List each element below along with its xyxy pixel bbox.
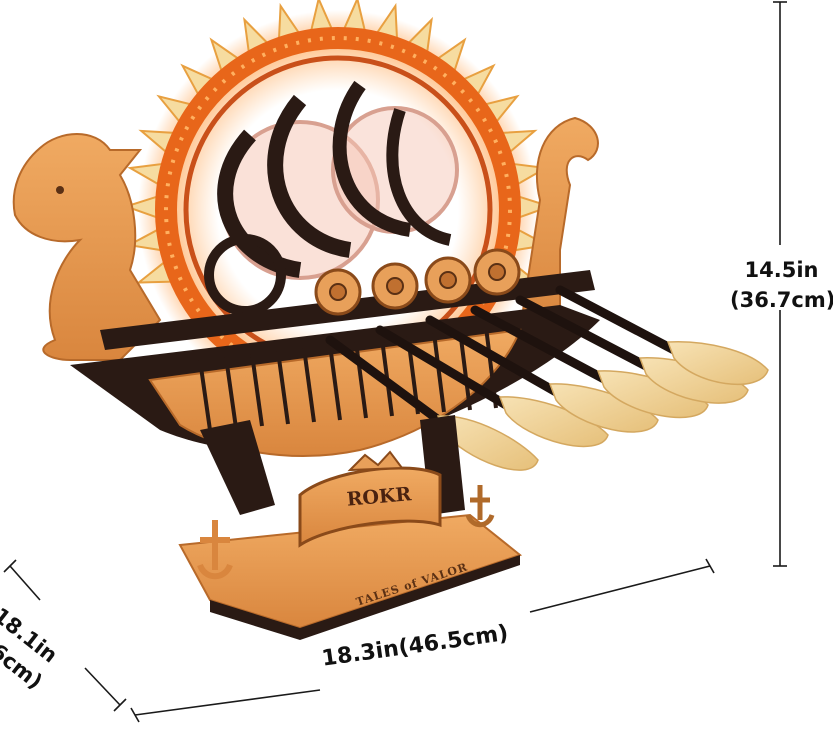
hull-rib — [198, 359, 212, 431]
wheel-hub — [439, 271, 457, 289]
hull-rib — [224, 356, 238, 429]
oar-shaft — [325, 335, 449, 429]
oar-shaft — [555, 285, 679, 355]
oar-blade — [666, 341, 769, 386]
oar-shaft — [470, 305, 609, 384]
oar-shaft — [515, 295, 651, 371]
oar-shaft — [425, 315, 561, 397]
hull-ribs — [198, 326, 498, 431]
anchor-right-icon — [465, 485, 495, 528]
hull-rib — [432, 332, 446, 413]
hull-rib — [458, 329, 472, 411]
hull-rib — [328, 344, 342, 421]
anchor-left-icon — [197, 520, 233, 580]
brand-plaque — [298, 466, 442, 548]
gear-assembly — [204, 80, 459, 316]
wheel-hub — [386, 277, 404, 295]
oar-blade — [596, 370, 709, 419]
hull-rib — [276, 350, 290, 425]
depth-line-lower — [84, 667, 121, 706]
hull-rib — [250, 353, 264, 427]
oar-blade — [436, 415, 539, 471]
width-line-left — [134, 689, 321, 716]
hull-rib — [354, 341, 368, 419]
oar-shaft — [375, 325, 511, 410]
dimension-lines — [3, 1, 787, 723]
depth-line-upper — [9, 565, 41, 601]
oar-blade — [548, 383, 659, 433]
width-line-right — [529, 565, 711, 613]
oar-blade — [498, 396, 609, 448]
dragon-eye — [56, 186, 64, 194]
height-centimeters: (36.7cm) — [730, 288, 833, 312]
oars — [325, 285, 769, 471]
wheel-hub — [329, 283, 347, 301]
crown-emblem — [347, 450, 404, 472]
height-inches: 14.5in — [744, 258, 819, 282]
wheel-hub — [488, 263, 506, 281]
hull-rib — [302, 347, 316, 423]
height-dimension-label: 14.5in (36.7cm) — [730, 255, 833, 315]
rowing-wheels — [314, 248, 521, 316]
display-stand — [178, 415, 523, 640]
